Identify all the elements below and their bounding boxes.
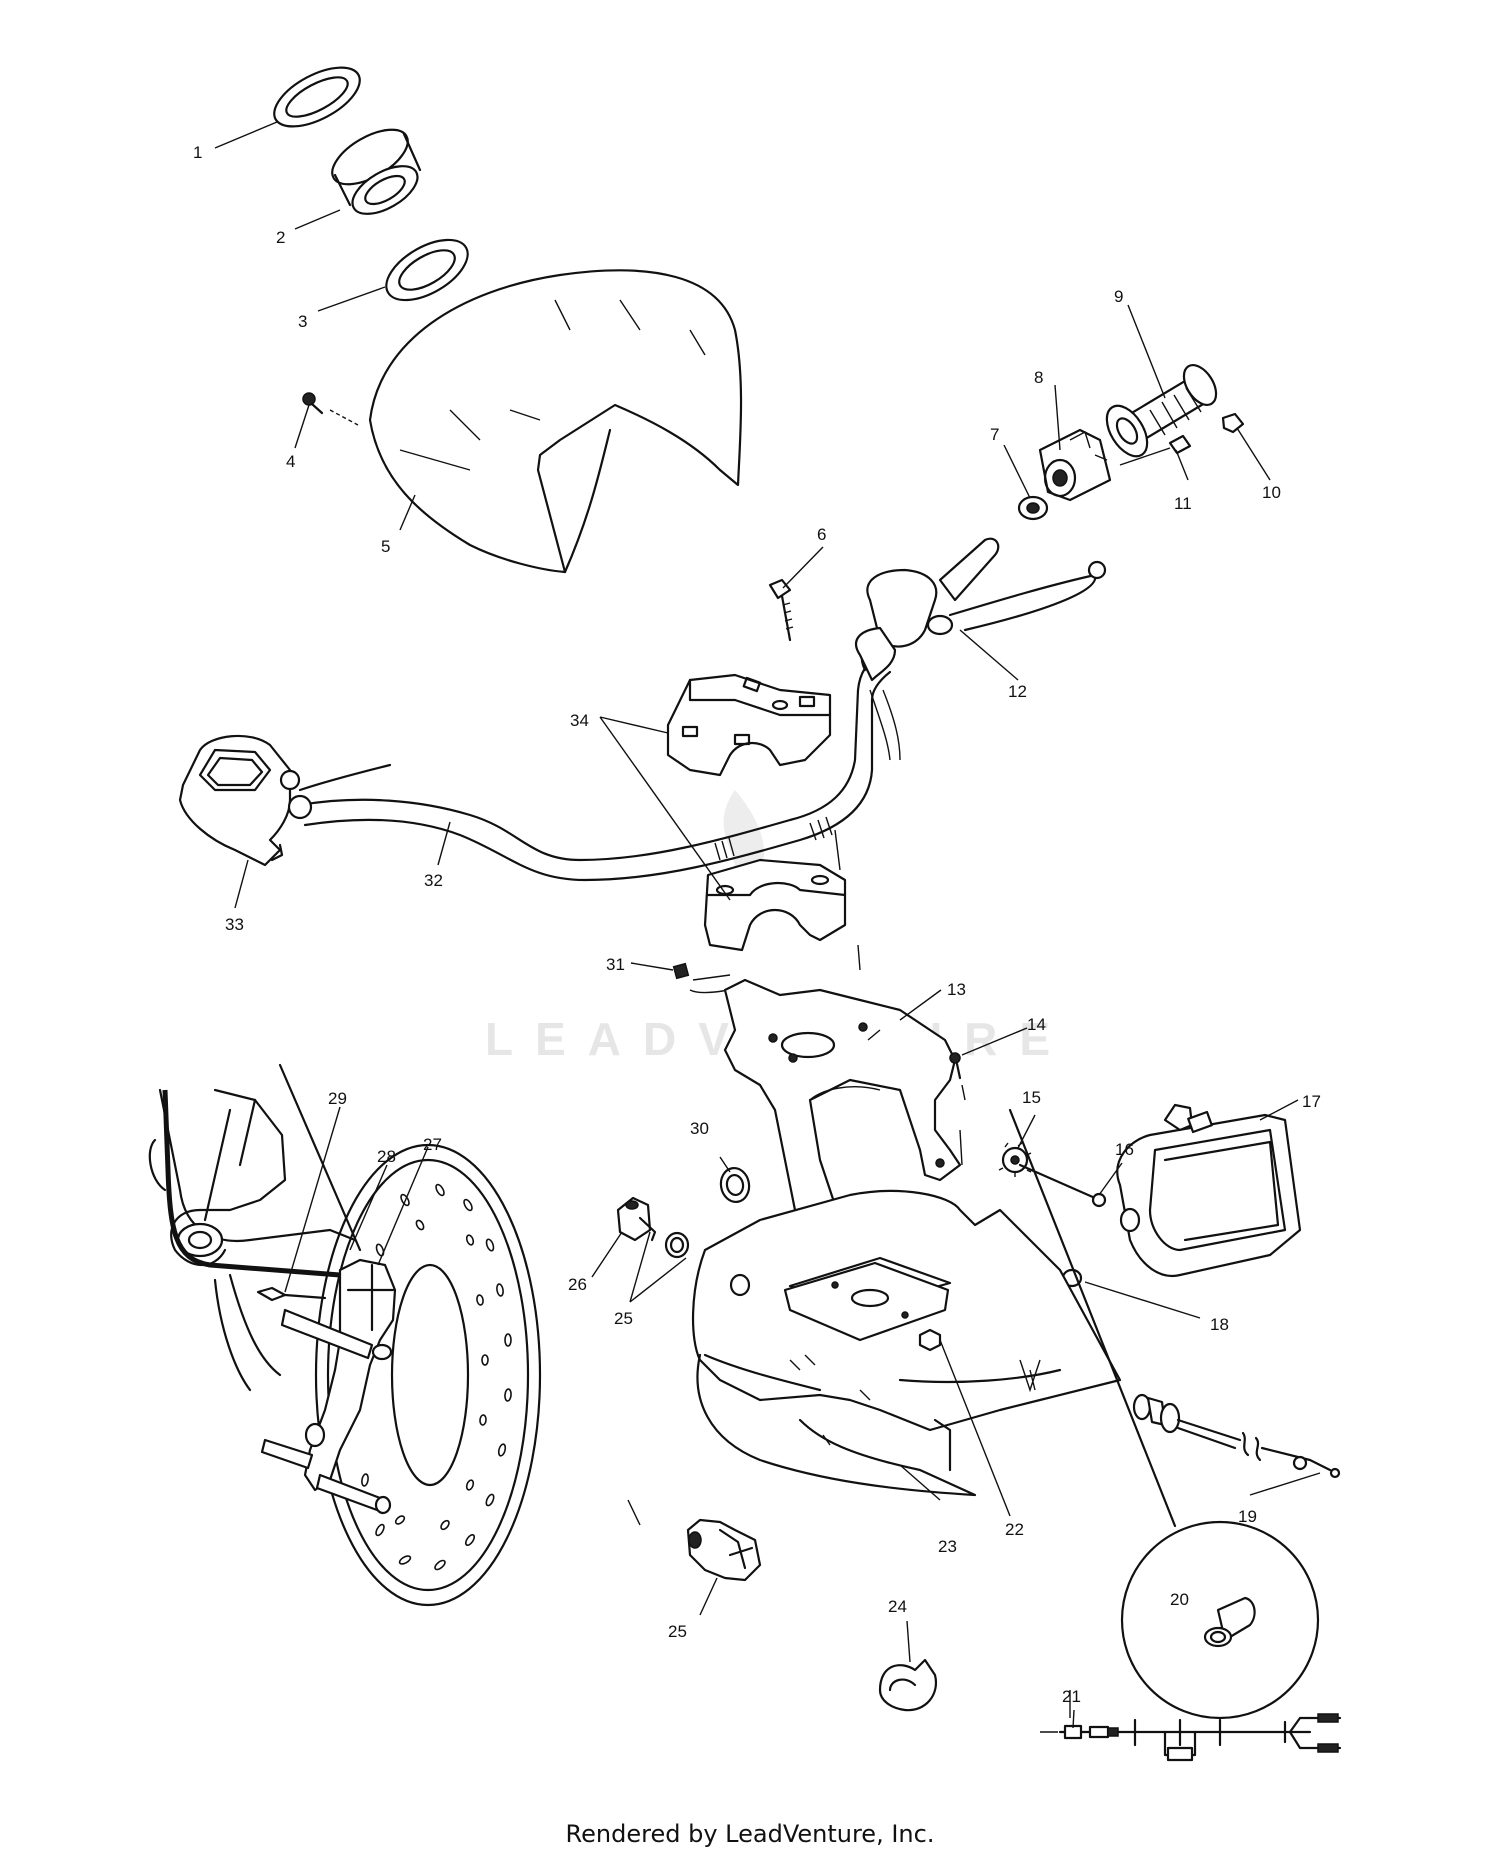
callout-25-lower: 25	[668, 1622, 687, 1641]
part-34-lower-clamp	[703, 829, 861, 971]
callout-5: 5	[381, 537, 390, 556]
callout-18: 18	[1210, 1315, 1229, 1334]
callout-28: 28	[377, 1147, 396, 1166]
callout-26: 26	[568, 1275, 587, 1294]
callout-16: 16	[1115, 1140, 1134, 1159]
part-9-handlebar-grip	[1105, 364, 1218, 458]
part-21-wire-harness	[1040, 1690, 1342, 1762]
part-30-grommet	[719, 1166, 751, 1204]
callout-29: 29	[328, 1089, 347, 1108]
part-27-brake-disc	[314, 1143, 542, 1607]
part-31-clip-nut	[672, 962, 741, 994]
callout-10: 10	[1262, 483, 1281, 502]
callout-3: 3	[298, 312, 307, 331]
part-4-screw	[302, 392, 359, 426]
callout-4: 4	[286, 452, 295, 471]
part-23-front-body-panel	[691, 1189, 1122, 1497]
callout-6: 6	[817, 525, 826, 544]
callout-9: 9	[1114, 287, 1123, 306]
callout-1: 1	[193, 143, 202, 162]
callout-32: 32	[424, 871, 443, 890]
callout-labels: 1 2 3 4 5 6 7 8 9 10 11 12 13 14 15 16 1…	[193, 143, 1321, 1706]
callout-23: 23	[938, 1537, 957, 1556]
part-33-master-cylinder	[178, 734, 313, 867]
part-5-front-fairing	[368, 269, 743, 574]
part-7-nut	[1017, 495, 1049, 521]
part-3-washer-ring	[385, 238, 469, 302]
callout-25-upper: 25	[614, 1309, 633, 1328]
part-1-seal-ring	[273, 66, 361, 128]
part-34-upper-clamp	[666, 673, 832, 777]
part-10-cap-nut	[1221, 412, 1245, 434]
part-16-pivot-bolt	[1018, 1163, 1107, 1208]
part-22-nut	[918, 1328, 942, 1352]
part-25-ignition-switch	[686, 1518, 762, 1582]
brake-hose	[162, 1089, 341, 1278]
part-20-detail-inset	[1008, 1108, 1320, 1720]
callout-20: 20	[1170, 1590, 1189, 1609]
part-6-bolt	[768, 578, 794, 642]
callout-14: 14	[1027, 1015, 1046, 1034]
callout-13: 13	[947, 980, 966, 999]
part-11-set-screw	[1119, 434, 1192, 466]
callout-34: 34	[570, 711, 589, 730]
axle-bolts	[260, 1308, 393, 1515]
part-2-bushing	[331, 128, 422, 215]
callout-33: 33	[225, 915, 244, 934]
footer-credit: Rendered by LeadVenture, Inc.	[565, 1820, 935, 1848]
callout-8: 8	[1034, 368, 1043, 387]
part-14-screw	[949, 1052, 966, 1166]
callout-12: 12	[1008, 682, 1027, 701]
part-17-headlight	[1116, 1103, 1302, 1278]
callout-19: 19	[1238, 1507, 1257, 1526]
callout-24: 24	[888, 1597, 907, 1616]
part-28-caliper-bracket	[303, 1258, 397, 1492]
callout-11: 11	[1174, 494, 1192, 513]
callout-27: 27	[423, 1135, 442, 1154]
part-12-right-lever-assembly	[860, 537, 1107, 672]
callout-7: 7	[990, 425, 999, 444]
fork-leg	[148, 1063, 362, 1392]
callout-15: 15	[1022, 1088, 1041, 1107]
callout-31: 31	[606, 955, 625, 974]
part-32-handlebar	[298, 626, 901, 882]
callout-21: 21	[1062, 1687, 1081, 1706]
callout-17: 17	[1302, 1092, 1321, 1111]
part-8-throttle-housing	[1038, 428, 1112, 502]
part-29-caliper-bolt	[256, 1286, 327, 1302]
part-19-speedometer-cable	[1132, 1393, 1341, 1479]
callout-2: 2	[276, 228, 285, 247]
leader-lines	[214, 121, 1321, 1729]
part-24-hose-clamp	[878, 1658, 938, 1712]
callout-22: 22	[1005, 1520, 1024, 1539]
part-25-nut	[664, 1231, 690, 1259]
part-26-switch	[616, 1196, 657, 1242]
callout-30: 30	[690, 1119, 709, 1138]
